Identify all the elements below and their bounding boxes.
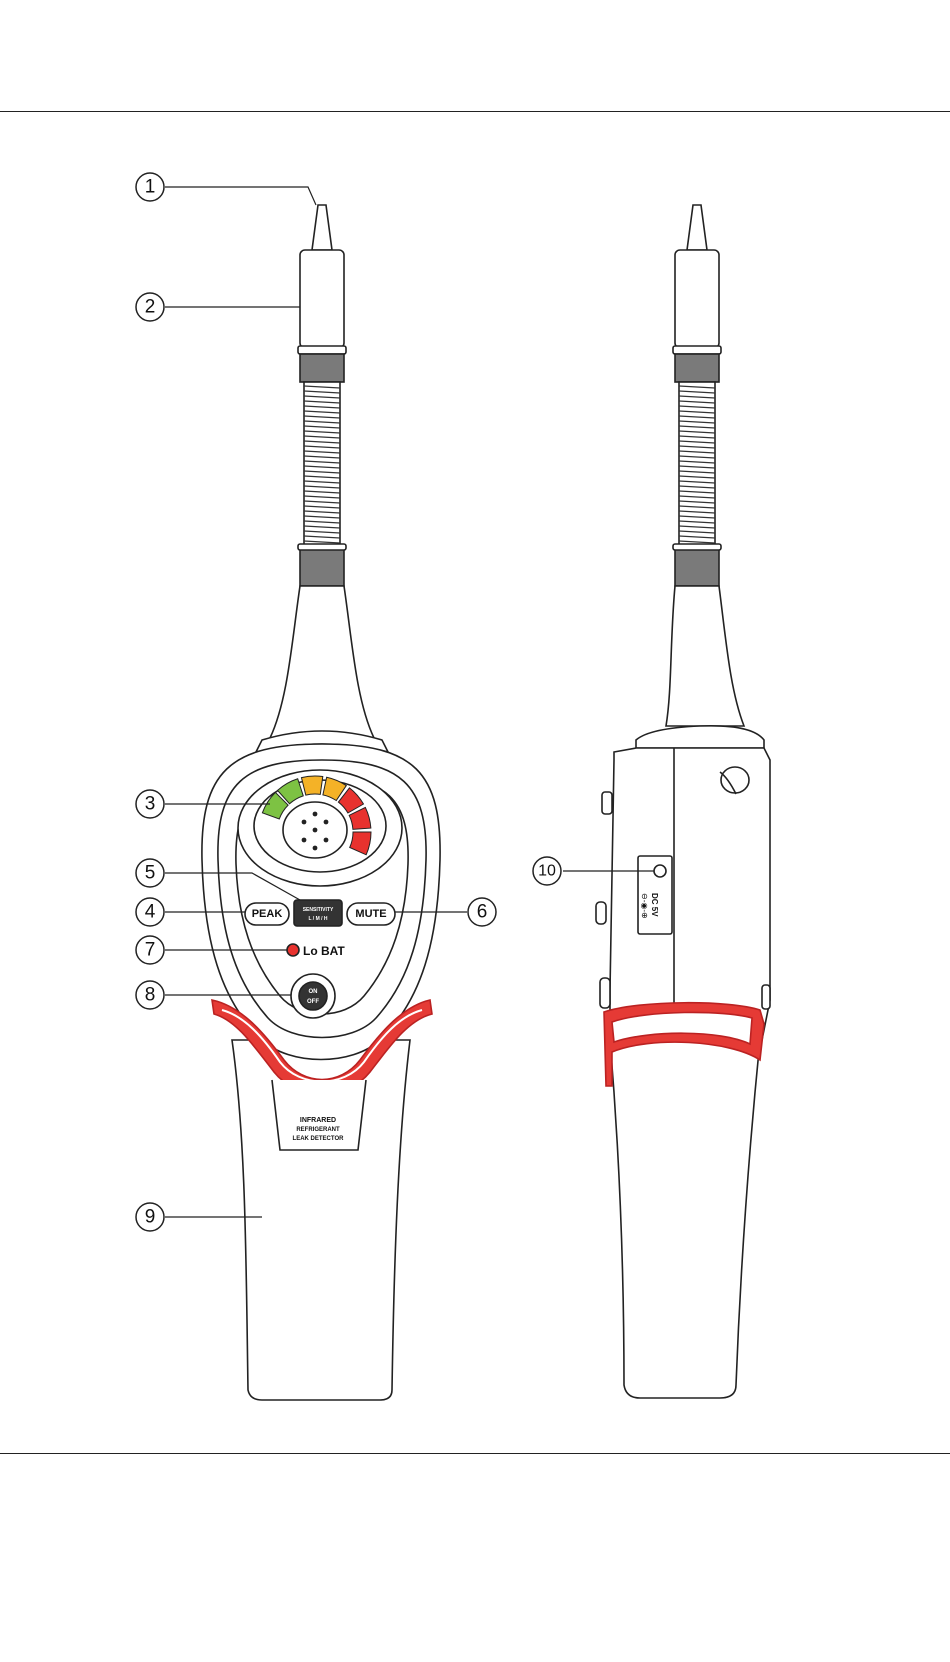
lobat-led xyxy=(287,944,299,956)
side-collar-gray-top xyxy=(675,354,719,382)
side-button-mid[interactable] xyxy=(596,902,606,924)
front-view xyxy=(202,205,440,1400)
sensitivity-label-1: SENSITIVITY xyxy=(303,907,334,913)
neck-collar-top xyxy=(298,346,346,354)
sensitivity-button[interactable] xyxy=(294,900,342,926)
power-button-inner[interactable] xyxy=(299,982,327,1010)
side-view xyxy=(596,205,770,1398)
side-button-low[interactable] xyxy=(600,978,610,1008)
dc-label-2: ⊖-◉-⊕ xyxy=(640,893,649,919)
neck-collar-bottom xyxy=(298,544,346,550)
upper-cone xyxy=(270,586,374,738)
power-label-off: OFF xyxy=(307,999,319,1005)
sensor-body xyxy=(300,250,344,348)
peak-button-label: PEAK xyxy=(252,908,283,920)
sensitivity-label-2: L / M / H xyxy=(308,916,327,922)
dc-jack[interactable] xyxy=(654,865,666,877)
side-body xyxy=(610,748,770,1040)
power-label-on: ON xyxy=(309,989,318,995)
side-sensor-tip xyxy=(687,205,707,250)
callout-number-5: 5 xyxy=(145,863,156,884)
product-label-line1: INFRARED xyxy=(300,1117,336,1124)
callout-number-8: 8 xyxy=(145,985,156,1006)
sensor-tip xyxy=(312,205,332,250)
neck-collar-gray-bottom xyxy=(300,546,344,586)
side-button-top[interactable] xyxy=(602,792,612,814)
neck-collar-gray-top xyxy=(300,354,344,382)
side-handle xyxy=(610,1040,760,1398)
dc-label-1: DC 5V xyxy=(650,893,659,917)
callout-number-2: 2 xyxy=(145,297,156,318)
callout-number-7: 7 xyxy=(145,940,156,961)
side-upper-cone xyxy=(666,586,744,726)
callout-number-4: 4 xyxy=(145,902,156,923)
product-label-line2: REFRIGERANT xyxy=(296,1127,340,1133)
side-knob xyxy=(721,767,749,793)
side-sensor-body xyxy=(675,250,719,348)
product-label-line3: LEAK DETECTOR xyxy=(293,1136,345,1142)
led-segment xyxy=(301,776,322,795)
callout-number-10: 10 xyxy=(538,863,556,880)
side-cone-base xyxy=(636,726,764,748)
callout-leader-1 xyxy=(165,187,316,205)
callout-number-1: 1 xyxy=(145,177,156,198)
lobat-label: Lo BAT xyxy=(303,944,345,958)
callout-number-9: 9 xyxy=(145,1207,156,1228)
mute-button-label: MUTE xyxy=(355,908,386,920)
side-collar-gray-bottom xyxy=(675,546,719,586)
callout-number-3: 3 xyxy=(145,794,156,815)
callout-number-6: 6 xyxy=(477,902,488,923)
